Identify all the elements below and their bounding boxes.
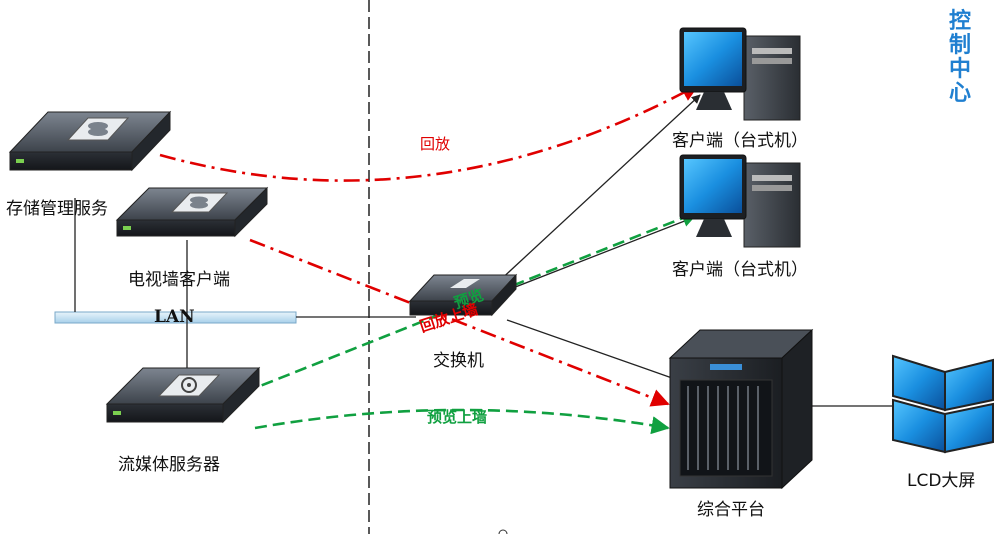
rack-server-icon bbox=[105, 366, 261, 424]
control-center-title: 控制中心 bbox=[948, 9, 971, 106]
link-switch-client2 bbox=[499, 214, 701, 294]
label-flow-playback: 回放 bbox=[420, 135, 451, 153]
label-client1: 客户端（台式机） bbox=[672, 131, 808, 151]
label-client2: 客户端（台式机） bbox=[672, 260, 808, 280]
rack-server-icon bbox=[115, 186, 269, 238]
edge-connector-dot bbox=[498, 529, 508, 534]
flow-preview-wall-path bbox=[254, 408, 670, 435]
link-switch-client1 bbox=[496, 94, 701, 284]
label-videowall-client: 电视墙客户端 bbox=[128, 270, 230, 290]
label-streaming: 流媒体服务器 bbox=[118, 455, 220, 475]
flow-playback-path bbox=[159, 83, 700, 182]
label-flow-preview-wall: 预览上墙 bbox=[427, 408, 488, 426]
cabinet-platform-icon bbox=[668, 328, 814, 490]
flow-playback-wall-path bbox=[249, 238, 670, 407]
desktop-computer-icon bbox=[679, 154, 801, 248]
label-lan: LAN bbox=[154, 307, 195, 327]
network-switch-icon bbox=[408, 273, 518, 317]
label-switch: 交换机 bbox=[433, 351, 484, 371]
rack-server-icon bbox=[8, 110, 172, 172]
video-wall-icon bbox=[892, 354, 994, 454]
label-platform: 综合平台 bbox=[697, 500, 765, 520]
desktop-computer-icon bbox=[679, 27, 801, 121]
label-storage: 存储管理服务 bbox=[6, 199, 108, 219]
label-lcd: LCD大屏 bbox=[907, 471, 976, 491]
link-switch-platform bbox=[506, 319, 673, 379]
